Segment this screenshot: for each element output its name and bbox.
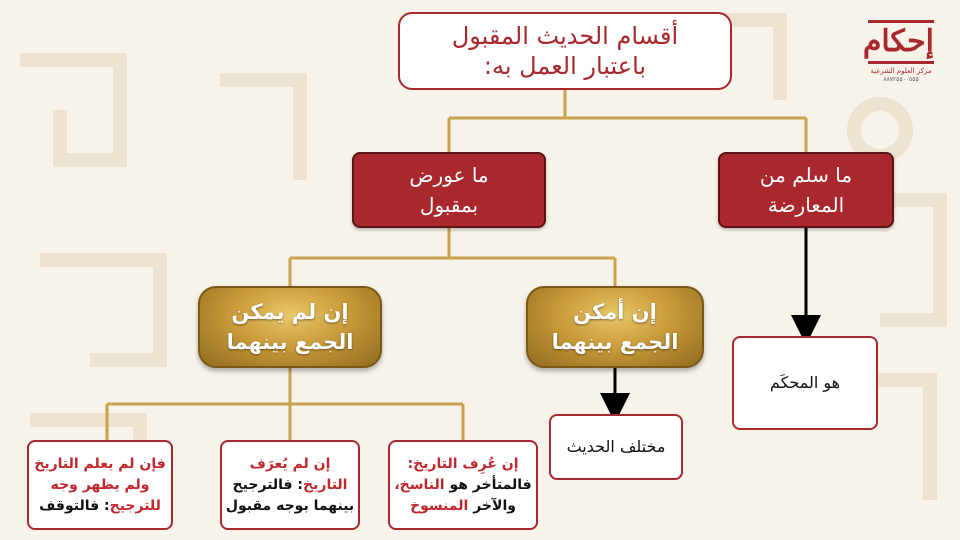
la-yumkin-line-1: إن لم يمكن: [231, 300, 349, 324]
salim-box: ما سلم من المعارضة: [718, 152, 894, 228]
tawaqquf-leaf: فإن لم يعلم التاريخ ولم يظهر وجه للترجيح…: [27, 440, 173, 530]
tawaqquf-line-2: ولم يظهر وجه: [50, 476, 150, 493]
mukhtalif-text: مختلف الحديث: [566, 437, 666, 456]
naskh-line-2b: الناسخ،: [394, 476, 445, 493]
salim-line-2: المعارضة: [767, 193, 845, 217]
logo-phone: ٨٨٧٢٥٥٠٠٥٥٥: [883, 76, 919, 83]
tarjih-line-2b: : فالترجيح: [232, 476, 304, 493]
title-line-2: باعتبار العمل به:: [483, 52, 647, 80]
amkan-box: إن أمكن الجمع بينهما: [526, 286, 704, 368]
tarjih-line-1: إن لم يُعرَف: [249, 455, 331, 472]
muarad-box: ما عورض بمقبول: [352, 152, 546, 228]
naskh-line-3b: المنسوخ: [410, 497, 469, 514]
muhkam-box: هو المحكَم: [732, 336, 878, 430]
tarjih-leaf: إن لم يُعرَف التاريخ: فالترجيح بينهما بو…: [220, 440, 360, 530]
logo-mark: إحكام: [863, 20, 934, 64]
mukhtalif-box: مختلف الحديث: [549, 414, 683, 480]
naskh-leaf: إن عُرِف التاريخ: فالمتأخر هو الناسخ، وا…: [388, 440, 538, 530]
muarad-line-2: بمقبول: [419, 193, 479, 217]
tarjih-line-2a: التاريخ: [303, 476, 348, 493]
la-yumkin-box: إن لم يمكن الجمع بينهما: [198, 286, 382, 368]
amkan-line-1: إن أمكن: [573, 300, 657, 324]
ihkam-logo: إحكام مركز العلوم الشرعية ٨٨٧٢٥٥٠٠٥٥٥: [862, 20, 940, 92]
tawaqquf-line-3b: : فالتوقف: [39, 497, 110, 514]
muarad-line-1: ما عورض: [409, 163, 489, 187]
amkan-line-2: الجمع بينهما: [551, 330, 679, 354]
naskh-line-1: إن عُرِف التاريخ:: [407, 455, 519, 472]
muhkam-text: هو المحكَم: [769, 373, 841, 392]
la-yumkin-line-2: الجمع بينهما: [226, 330, 354, 354]
title-line-1: أقسام الحديث المقبول: [451, 22, 679, 50]
logo-subtitle: مركز العلوم الشرعية: [870, 67, 932, 75]
tawaqquf-line-1: فإن لم يعلم التاريخ: [34, 455, 166, 472]
naskh-line-2a: فالمتأخر هو: [449, 476, 532, 493]
diagram-title-box: أقسام الحديث المقبول باعتبار العمل به:: [398, 12, 732, 90]
tawaqquf-line-3a: للترجيح: [109, 497, 161, 514]
salim-line-1: ما سلم من: [759, 163, 853, 187]
naskh-line-3a: والآخر: [473, 497, 516, 514]
tarjih-line-3: بينهما بوجه مقبول: [225, 497, 355, 514]
